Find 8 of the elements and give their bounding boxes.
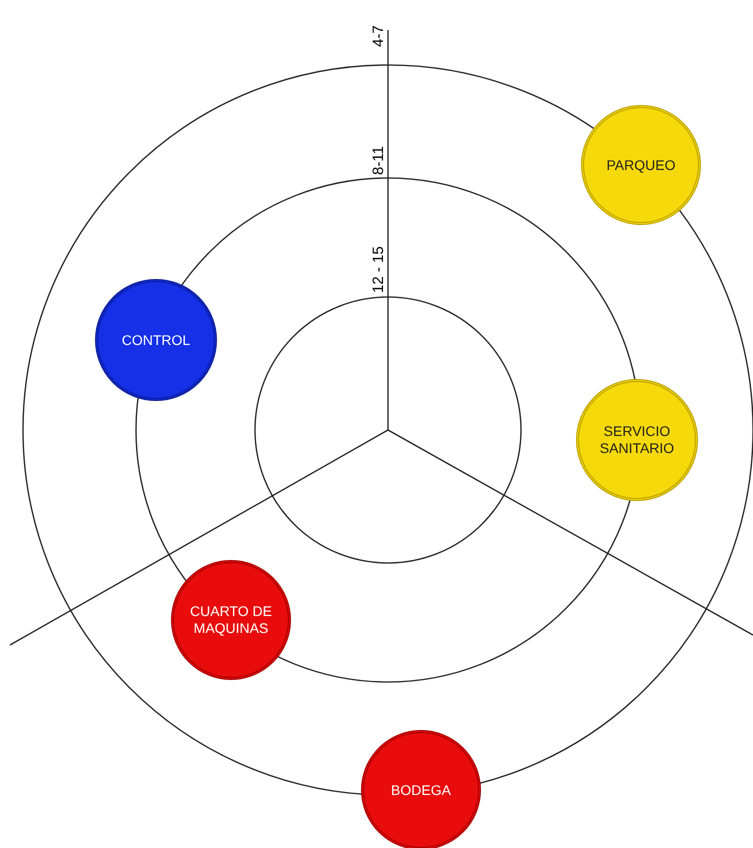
circle-node: CUARTO DE MAQUINAS <box>171 560 291 680</box>
circle-node: PARQUEO <box>581 105 701 225</box>
ring-label: 8-11 <box>371 146 387 175</box>
circle-node: CONTROL <box>95 279 217 401</box>
ring-label: 4-7 <box>371 25 387 47</box>
ring-label: 12 - 15 <box>371 246 387 293</box>
circle-node: BODEGA <box>361 730 481 848</box>
circle-node: SERVICIO SANITARIO <box>576 379 698 501</box>
